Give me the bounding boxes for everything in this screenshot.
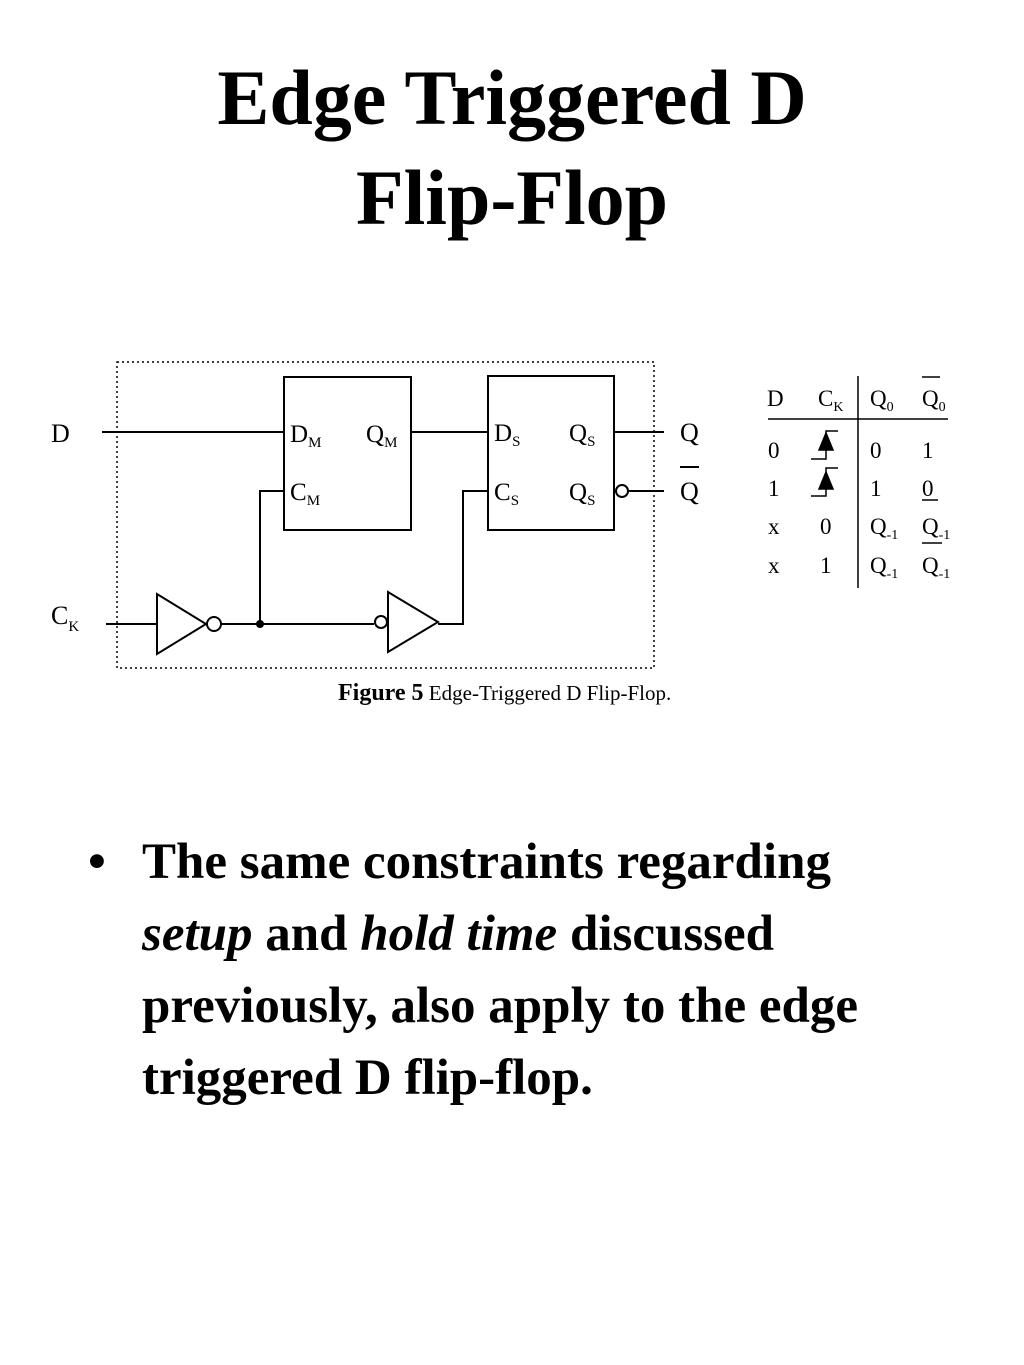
qbar-bubble [615,484,629,498]
th-d: D [767,386,784,411]
output-qbar-label: Q [680,477,699,506]
inverter-1 [156,592,208,656]
title-line-1: Edge Triggered D [217,54,807,141]
th-q0bar: Q0 [922,386,946,415]
row2-d: 1 [768,476,780,501]
setup-term: setup [142,906,253,962]
master-q-label: QM [366,421,397,451]
truth-table: D CK Q0 Q0 0 0 1 1 1 0 x 0 Q-1 Q-1 x 1 Q… [767,376,950,588]
flip-flop-diagram: D CK Q Q DM QM CM DS QS CS QS Figure 5 E… [51,361,950,706]
row4-qbar: Q-1 [922,553,950,582]
row3-ck: 0 [820,514,832,539]
row1-qbar: 1 [922,438,934,463]
slave-c-label: CS [494,479,519,509]
bullet-dot: • [88,834,106,890]
row3-d: x [768,514,780,539]
rising-edge-icon [811,430,838,460]
input-d-label: D [51,419,70,448]
th-q0: Q0 [870,386,894,415]
inverter-2 [387,590,440,654]
master-latch-box [283,376,412,531]
row3-q: Q-1 [870,514,898,543]
th-ck: CK [818,386,843,415]
row1-q: 0 [870,438,882,463]
row3-qbar: Q-1 [922,514,950,543]
slide-title: Edge Triggered D Flip-Flop [0,48,1024,248]
master-d-label: DM [290,421,321,451]
row2-qbar: 0 [922,476,934,501]
input-ck-label: CK [51,601,79,635]
dotted-enclosure [116,361,655,669]
slave-q-label: QS [569,420,595,450]
row4-d: x [768,553,780,578]
slave-qbar-label: QS [569,479,595,509]
rising-edge-icon [811,467,838,497]
row4-q: Q-1 [870,553,898,582]
slave-d-label: DS [494,420,520,450]
row2-q: 1 [870,476,882,501]
inverter-1-bubble [206,616,222,632]
title-line-2: Flip-Flop [355,154,669,241]
hold-time-term: hold time [360,906,558,962]
junction-dot [256,620,264,628]
inverter-2-bubble [374,615,388,629]
slave-latch-box [487,375,615,531]
output-q-label: Q [680,418,699,447]
bullet-text: The same constraints regarding setup and… [142,834,858,1106]
figure-caption: Figure 5 Edge-Triggered D Flip-Flop. [338,680,671,706]
row1-d: 0 [768,438,780,463]
master-c-label: CM [290,479,320,509]
row4-ck: 1 [820,553,832,578]
wires [102,431,664,625]
